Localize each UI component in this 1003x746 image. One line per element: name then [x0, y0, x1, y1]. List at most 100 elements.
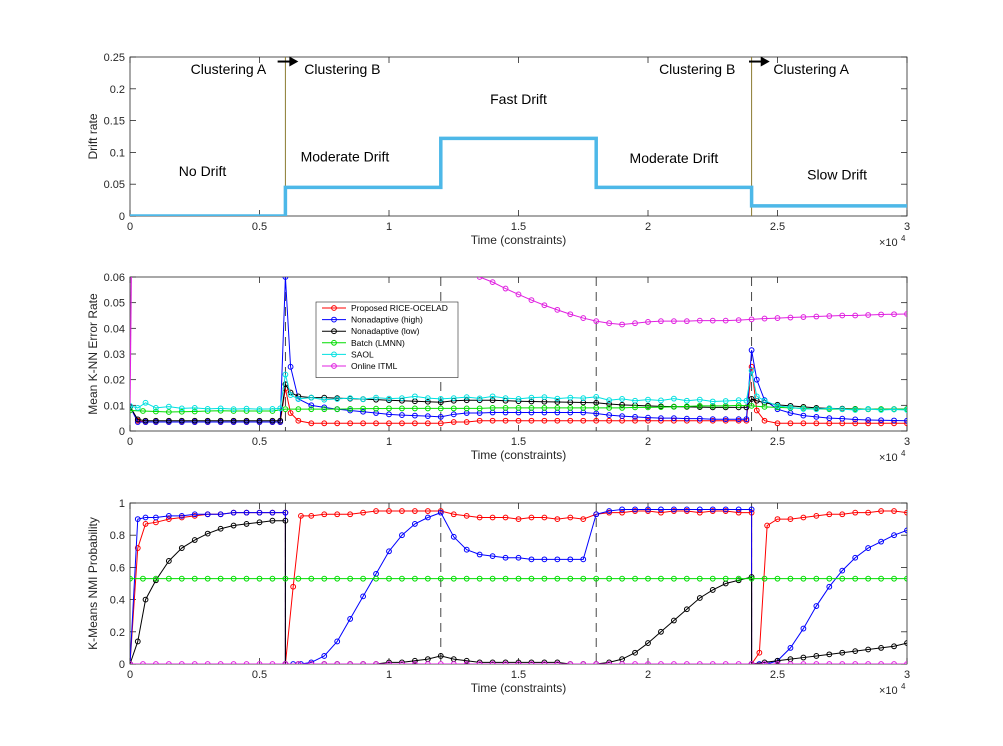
data-point [645, 506, 651, 513]
data-point [256, 417, 263, 424]
legend-entry: Nonadaptive (high) [351, 315, 423, 325]
data-point [256, 406, 263, 413]
data-point [165, 417, 172, 424]
data-point [217, 405, 224, 412]
data-point [321, 396, 328, 403]
data-point [787, 404, 794, 411]
data-point [891, 643, 897, 650]
data-point [153, 405, 159, 411]
data-point [476, 661, 483, 664]
data-point [904, 311, 907, 317]
data-point [671, 506, 677, 513]
data-point [826, 405, 833, 412]
data-point [748, 661, 755, 664]
data-point [753, 393, 760, 400]
legend-swatch-marker [331, 363, 337, 369]
data-point [696, 506, 703, 513]
data-point [142, 417, 149, 424]
x-tick-label: 1.5 [511, 221, 526, 233]
data-point [696, 575, 703, 582]
data-point [735, 661, 742, 664]
data-point [191, 405, 198, 411]
data-point [256, 509, 263, 516]
data-point [165, 409, 172, 415]
data-point [282, 509, 289, 516]
data-point [619, 509, 625, 516]
data-point [373, 508, 379, 514]
data-point [347, 575, 354, 582]
annotation: Moderate Drift [630, 150, 719, 166]
data-point [541, 302, 548, 309]
annotation: No Drift [179, 163, 227, 179]
x-tick-label: 3 [904, 221, 910, 233]
data-point [437, 653, 444, 659]
data-point [142, 521, 149, 527]
data-point [142, 514, 149, 521]
data-point [502, 514, 509, 521]
y-tick-label: 0.02 [104, 375, 125, 387]
data-point [230, 406, 237, 413]
data-point [541, 417, 548, 424]
data-point [709, 398, 716, 405]
data-point [178, 512, 185, 519]
data-point [528, 394, 535, 401]
data-point [399, 508, 405, 514]
data-point [502, 554, 509, 561]
data-point [450, 533, 457, 540]
data-point [554, 556, 561, 563]
data-point [696, 317, 703, 324]
annotation: Clustering A [191, 61, 267, 77]
data-point [347, 661, 354, 664]
data-point [839, 406, 846, 413]
data-point [450, 661, 457, 664]
data-point [386, 661, 392, 664]
x-tick-label: 2.5 [770, 221, 785, 233]
data-point [334, 638, 341, 645]
data-point [373, 661, 379, 664]
data-point [632, 649, 638, 656]
data-point [424, 413, 431, 420]
data-point [878, 538, 884, 545]
data-point [476, 395, 483, 402]
data-point [290, 583, 297, 590]
data-point [230, 417, 237, 424]
data-point [321, 653, 328, 659]
data-point [606, 320, 613, 327]
data-point [709, 506, 716, 513]
data-point [852, 407, 859, 413]
data-point [658, 318, 664, 325]
data-point [178, 408, 185, 415]
data-point [709, 587, 716, 593]
data-point [696, 396, 703, 403]
data-point [204, 511, 211, 518]
data-point [813, 413, 820, 420]
data-point [852, 420, 859, 427]
series-line [130, 404, 907, 413]
data-point [554, 516, 561, 522]
data-point [334, 406, 341, 413]
data-point [748, 363, 755, 370]
data-point [450, 511, 457, 518]
data-point [243, 521, 250, 527]
data-point [748, 396, 755, 402]
data-point [295, 417, 302, 424]
data-point [891, 417, 897, 424]
data-point [243, 417, 250, 424]
data-point [153, 661, 159, 664]
drift-rate-line [130, 136, 907, 216]
data-point [554, 575, 561, 582]
data-point [839, 661, 846, 664]
data-point [593, 575, 600, 582]
data-point [743, 416, 750, 423]
data-point [191, 417, 198, 424]
legend-box [315, 301, 459, 378]
data-point [606, 508, 613, 514]
data-point [424, 508, 431, 514]
data-point [463, 661, 470, 664]
data-point [412, 521, 418, 527]
data-point [230, 661, 237, 664]
y-tick-label: 1 [119, 498, 125, 510]
data-point [891, 508, 897, 514]
data-point [761, 397, 768, 404]
data-point [826, 511, 833, 518]
